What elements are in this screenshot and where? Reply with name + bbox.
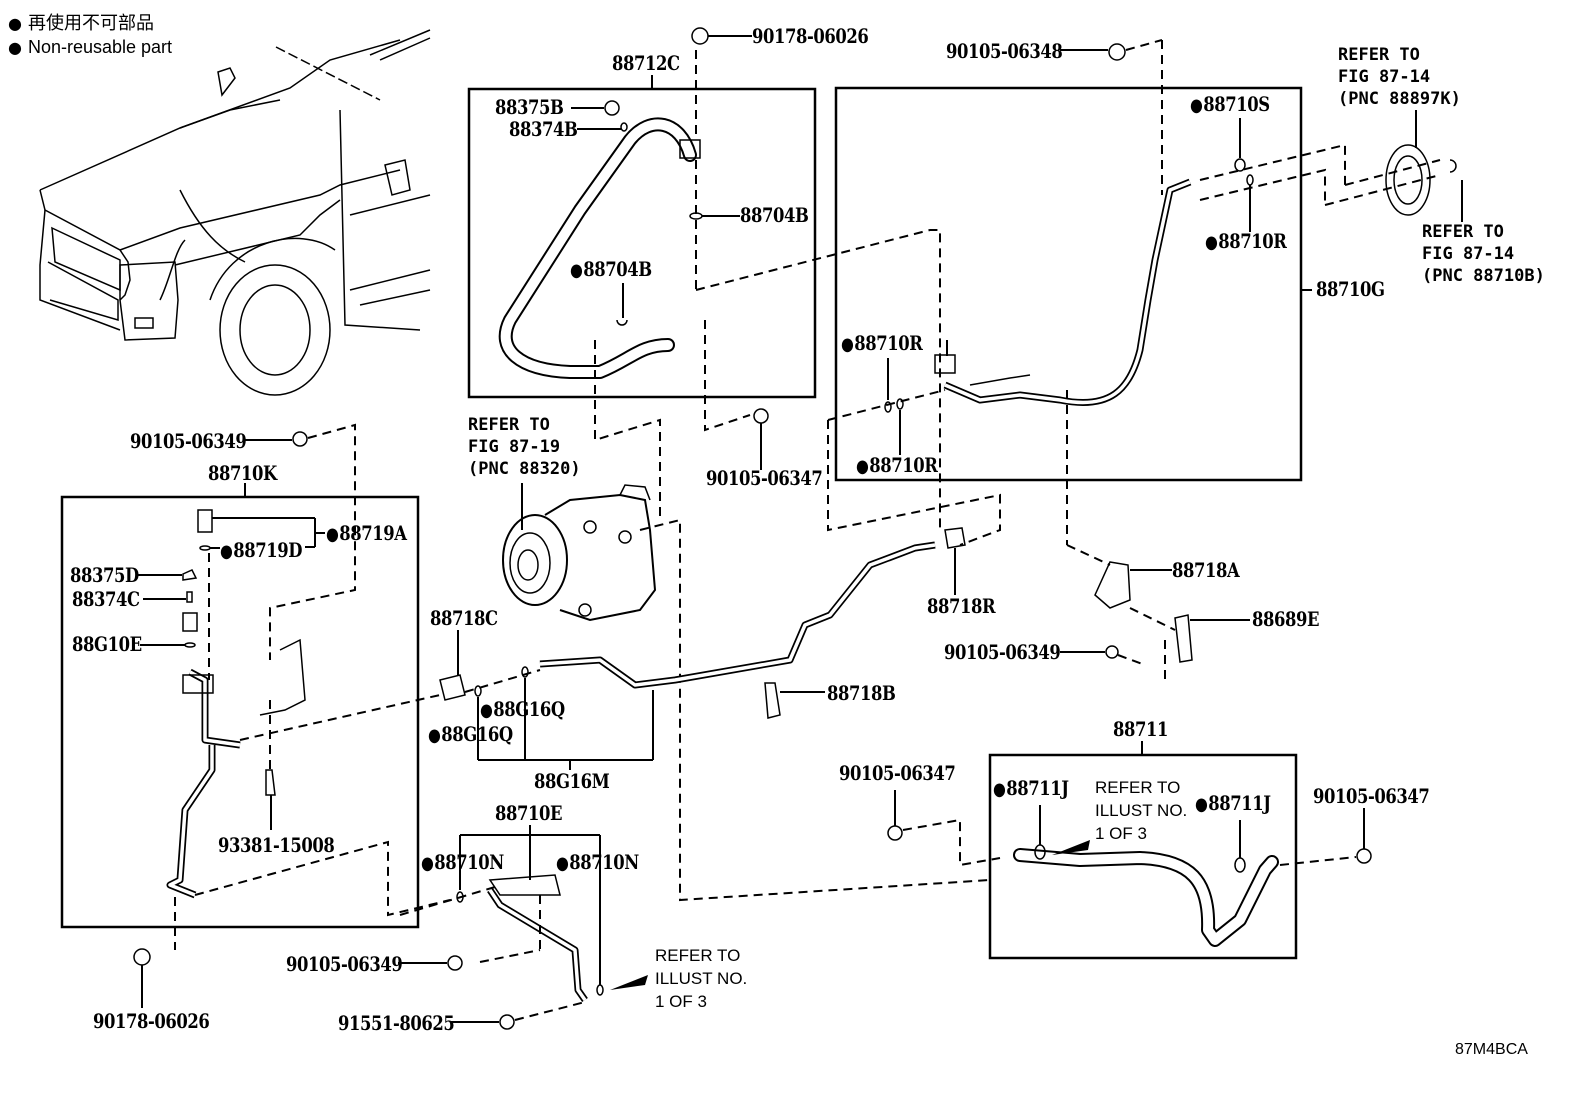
part-label[interactable]: 90105-06349 [130,429,247,453]
part-label[interactable]: 88710G [1316,277,1385,301]
bolt-icon [1108,43,1126,61]
part-label[interactable]: 88712C [612,51,680,75]
pipe-88710E [487,888,588,1003]
clamp-icon [1094,561,1131,609]
bolt-icon [887,825,903,841]
part-label-non-reusable[interactable]: 88719A [326,522,407,546]
clamp-icon [439,674,466,701]
clamp-icon [488,874,561,896]
bullet-icon: ● [8,14,22,33]
part-label-non-reusable[interactable]: 88710R [856,454,938,478]
reference-note-fig-87-14-bottom[interactable]: REFER TO FIG 87-14 (PNC 88710B) [1422,222,1545,286]
pipe-88710K [166,668,241,899]
part-label[interactable]: 88718A [1172,558,1240,582]
arrow-icon [1052,840,1090,855]
part-label-non-reusable[interactable]: 88710R [1205,230,1287,254]
reference-note-illust-88710E[interactable]: REFER TO ILLUST NO. 1 OF 3 [655,946,748,1011]
nut-icon [133,948,151,966]
part-label-non-reusable[interactable]: 88710S [1190,93,1270,117]
part-label[interactable]: 88G10E [72,632,142,656]
part-label[interactable]: 88374B [509,117,578,141]
part-label[interactable]: 88375B [495,95,564,119]
part-label-non-reusable[interactable]: 88719D [220,539,302,563]
part-label[interactable]: 93381-15008 [218,833,335,857]
compressor-illustration [502,484,657,622]
part-label[interactable]: 88374C [72,587,140,611]
clamp-icon [764,682,781,719]
reference-note-fig-87-14-top[interactable]: REFER TO FIG 87-14 (PNC 88897K) [1338,45,1461,109]
reference-note-fig-87-19[interactable]: REFER TO FIG 87-19 (PNC 88320) [468,415,581,479]
part-label[interactable]: 88711 [1113,717,1169,741]
part-label[interactable]: 88689E [1252,607,1320,631]
legend-item-jp: ● 再使用不可部品 [8,11,154,36]
bolt-icon [265,769,276,796]
part-label-non-reusable[interactable]: 88710N [556,851,639,875]
part-label[interactable]: 88G16M [534,769,610,793]
part-label[interactable]: 88375D [70,563,139,587]
part-label[interactable]: 91551-80625 [338,1011,455,1035]
bolt-icon [499,1014,515,1030]
pipe-88G16M [539,541,936,689]
group-box-88712C [467,87,817,399]
hose-88712C [498,117,697,379]
group-box-88710G [834,86,1303,482]
bracket-icon [1174,614,1193,663]
part-label[interactable]: 90178-06026 [93,1009,210,1033]
bullet-icon: ● [8,38,22,57]
part-label[interactable]: 90105-06347 [839,761,956,785]
part-label-non-reusable[interactable]: 88G16Q [428,723,513,747]
nut-icon [691,27,709,45]
hose-88711 [1013,848,1279,947]
grommet-icon [1385,144,1431,216]
part-label-non-reusable[interactable]: 88711J [993,777,1069,801]
legend-item-en: ● Non-reusable part [8,35,172,60]
figure-id: 87M4BCA [1455,1041,1528,1058]
part-label[interactable]: 88710K [208,461,277,485]
part-label[interactable]: 88718C [430,606,498,630]
bolt-icon [447,955,463,971]
legend-label-jp: 再使用不可部品 [27,13,154,33]
bolt-icon [292,431,308,447]
part-label[interactable]: 88718B [827,681,896,705]
part-label[interactable]: 88704B [740,203,809,227]
arrow-icon [610,975,648,990]
part-label-non-reusable[interactable]: 88G16Q [480,698,565,722]
legend-label-en: Non-reusable part [27,37,173,57]
part-label[interactable]: 90105-06347 [1313,784,1430,808]
part-label[interactable]: 88710E [495,801,563,825]
bolt-icon [1356,848,1372,864]
part-label[interactable]: 90105-06349 [286,952,403,976]
part-label[interactable]: 90178-06026 [752,24,869,48]
part-label-non-reusable[interactable]: 88710N [421,851,504,875]
part-label-non-reusable[interactable]: 88711J [1195,792,1271,816]
bolt-icon [753,408,769,424]
part-label-non-reusable[interactable]: 88704B [570,258,652,282]
vehicle-illustration [39,29,431,396]
part-label[interactable]: 90105-06349 [944,640,1061,664]
part-label[interactable]: 88718R [927,594,996,618]
part-label-non-reusable[interactable]: 88710R [841,332,923,356]
group-box-88710K [60,495,420,929]
reference-note-illust-88711[interactable]: REFER TO ILLUST NO. 1 OF 3 [1095,778,1188,843]
pressure-switch-icon [197,509,213,533]
clamp-icon [944,527,966,549]
part-label[interactable]: 90105-06347 [706,466,823,490]
bolt-icon [1105,645,1119,659]
part-label[interactable]: 90105-06348 [946,39,1063,63]
hose-88710G [943,178,1192,407]
